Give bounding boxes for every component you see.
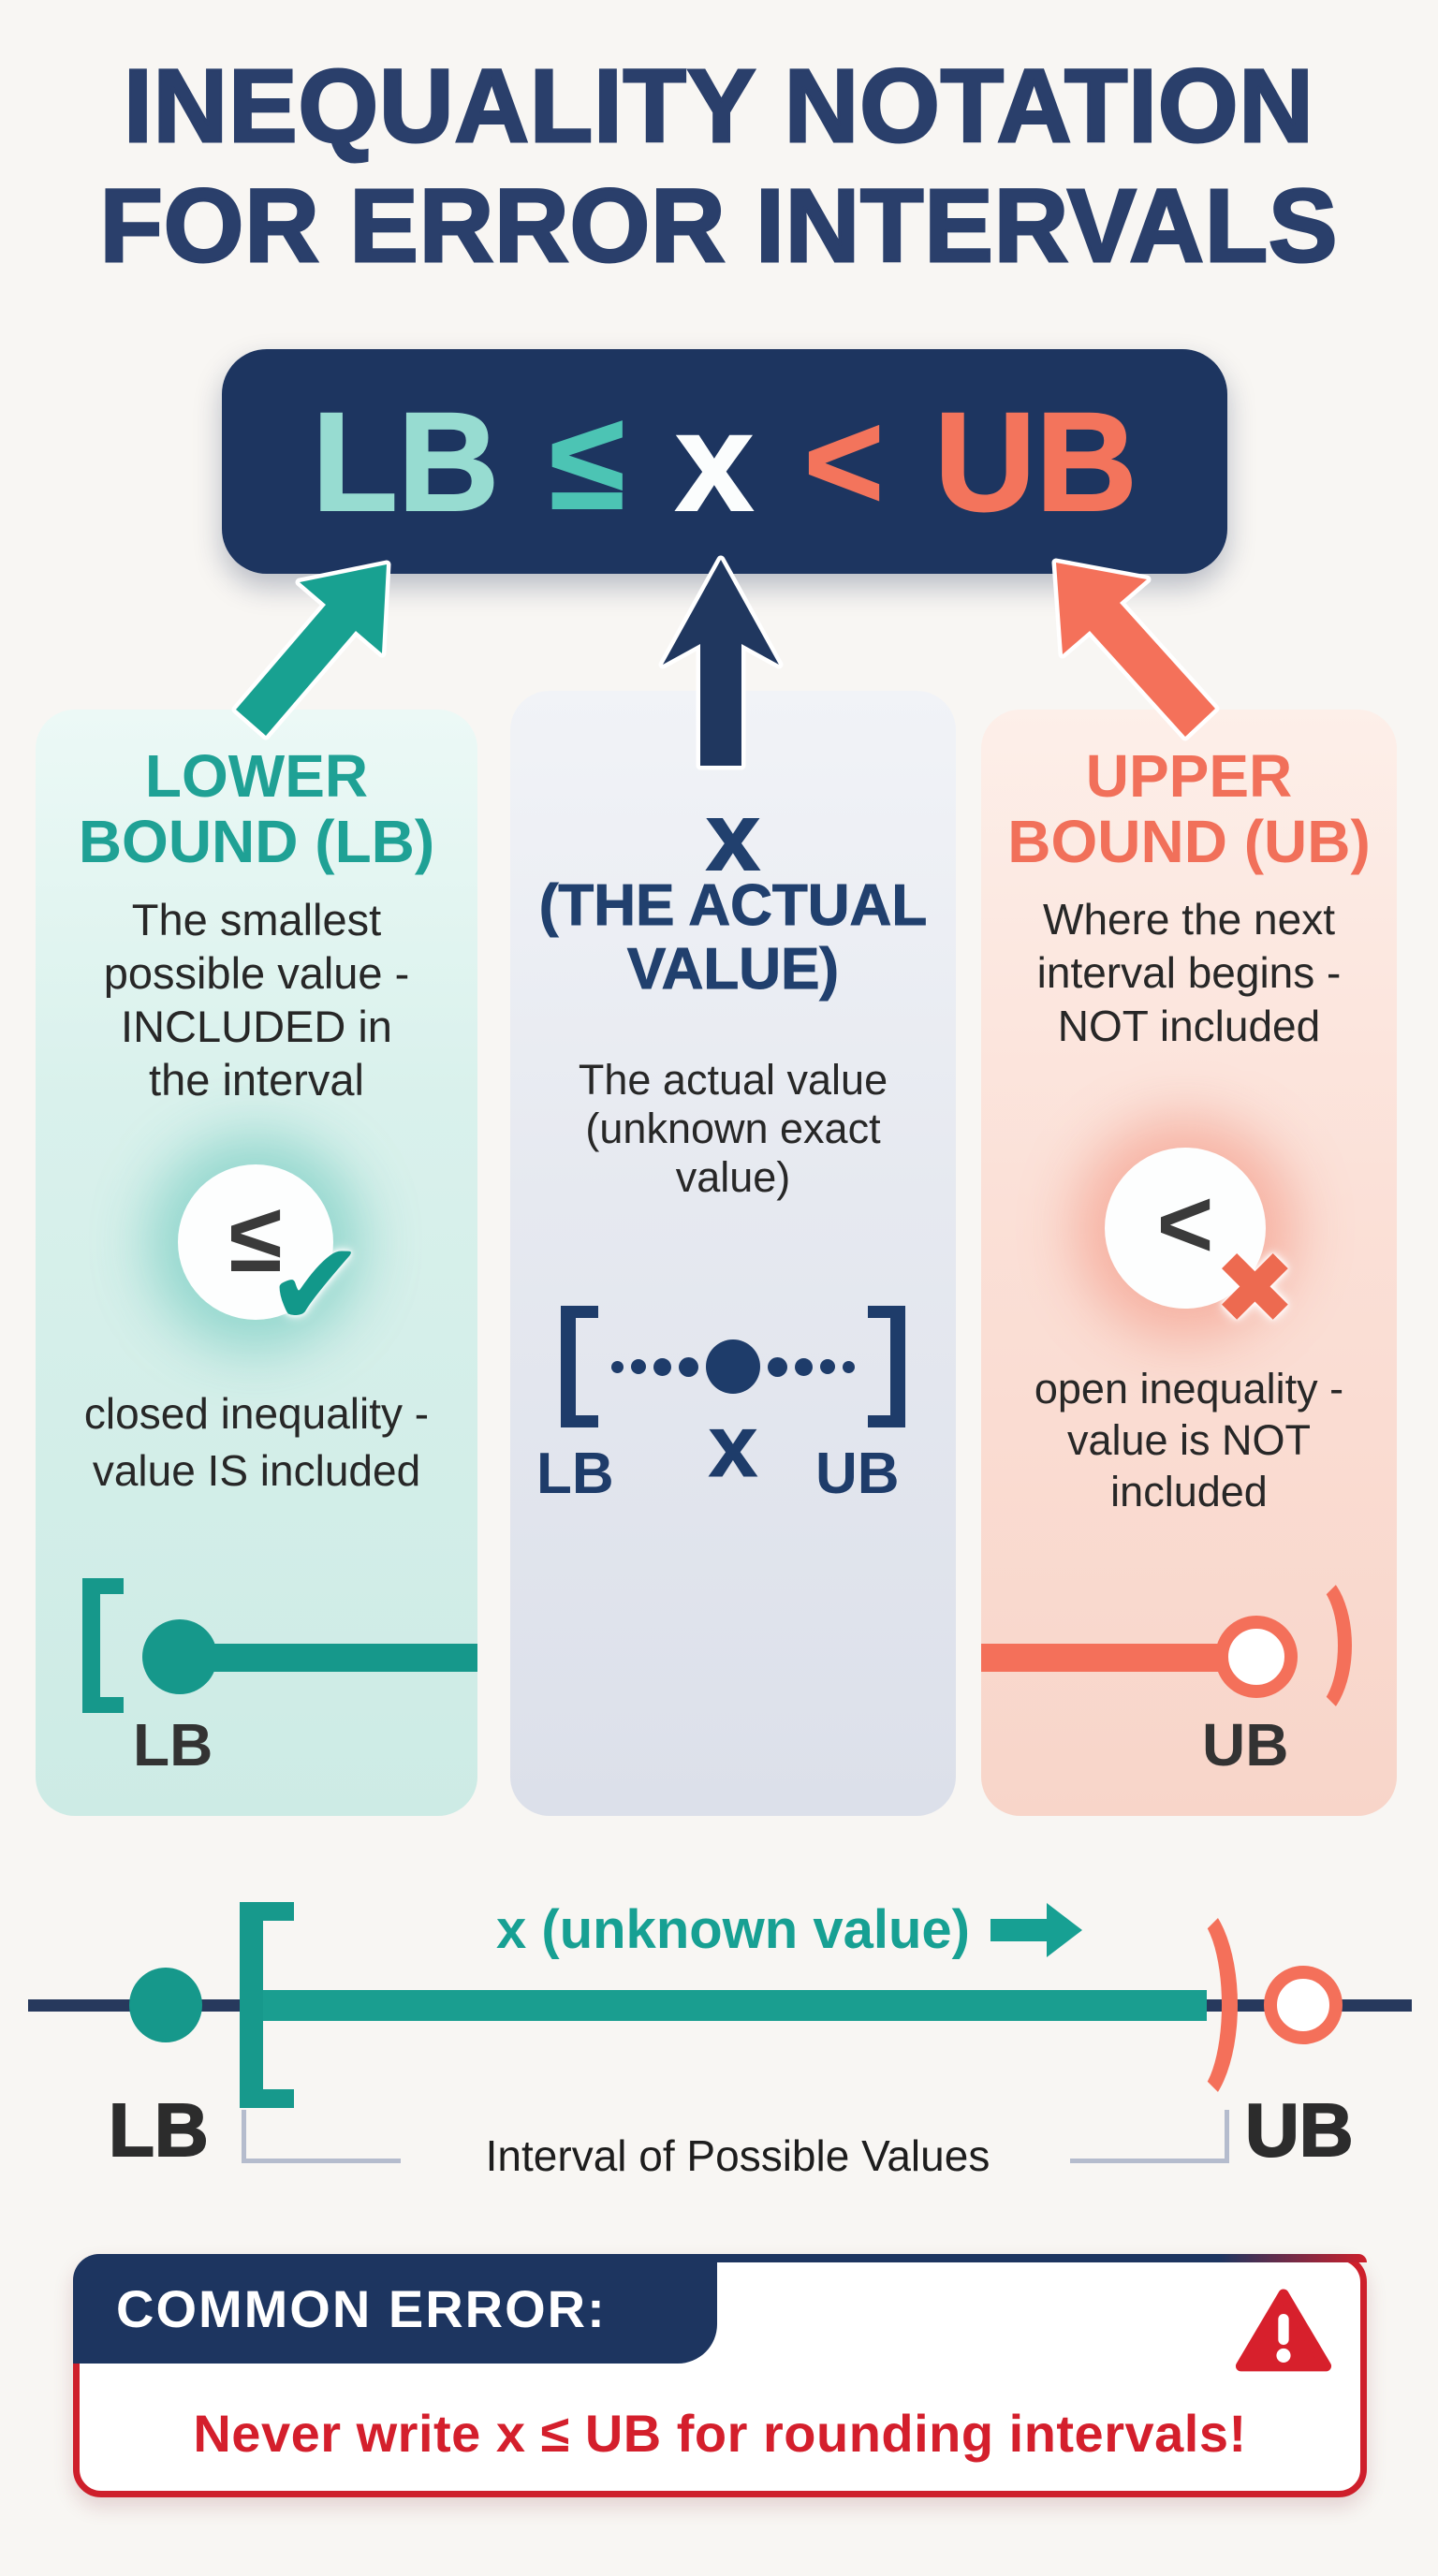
lower-diagram-label: LB bbox=[133, 1711, 213, 1778]
upper-bound-heading: UPPER BOUND (UB) bbox=[981, 743, 1397, 874]
upper-heading-line1: UPPER bbox=[1085, 742, 1293, 810]
numberline-lb-label: LB bbox=[108, 2088, 210, 2172]
upper-bound-caption: open inequality - value is NOT included bbox=[1034, 1365, 1344, 1515]
formula-box: LB ≤ x < UB bbox=[222, 349, 1227, 574]
x-unknown-label: x (unknown value) bbox=[496, 1899, 970, 1960]
formula-upper-bound: UB bbox=[933, 383, 1138, 540]
formula-lte-symbol: ≤ bbox=[549, 385, 625, 537]
lt-badge-icon: < bbox=[1105, 1148, 1266, 1309]
interval-dots-diagram bbox=[557, 1305, 909, 1428]
diagram-lb-label: LB bbox=[536, 1442, 614, 1506]
actual-x-heading: x bbox=[706, 783, 761, 890]
lower-interval-line bbox=[210, 1644, 477, 1672]
interval-label: Interval of Possible Values bbox=[485, 2131, 990, 2180]
lower-bound-heading: LOWER BOUND (LB) bbox=[36, 743, 477, 874]
lte-badge-icon: ≤ bbox=[178, 1164, 333, 1320]
upper-bound-description: Where the next interval begins - NOT inc… bbox=[1036, 895, 1342, 1050]
warning-triangle-icon bbox=[1235, 2289, 1332, 2372]
open-square-bracket-icon bbox=[561, 1306, 598, 1427]
lower-heading-line1: LOWER bbox=[144, 742, 369, 810]
common-error-box: COMMON ERROR: Never write x ≤ UB for rou… bbox=[73, 2254, 1367, 2497]
interval-brace-left bbox=[242, 2110, 401, 2163]
lt-glyph: < bbox=[1156, 1170, 1214, 1279]
title-line-1: INEQUALITY NOTATION bbox=[123, 48, 1315, 166]
lower-heading-line2: BOUND (LB) bbox=[78, 808, 435, 875]
lb-closed-bracket-shape bbox=[240, 1902, 294, 2108]
interval-brace-right bbox=[1070, 2110, 1229, 2163]
ub-open-paren-shape bbox=[1144, 1898, 1238, 2112]
common-error-tab: COMMON ERROR: bbox=[73, 2254, 717, 2364]
check-icon: ✔ bbox=[266, 1219, 365, 1351]
actual-description: The actual value (unknown exact value) bbox=[578, 1056, 888, 1201]
title-line-2: FOR ERROR INTERVALS bbox=[98, 168, 1339, 285]
interval-band bbox=[263, 1990, 1207, 2021]
page-title: INEQUALITY NOTATION FOR ERROR INTERVALS bbox=[0, 47, 1438, 286]
numberline-ub-label: UB bbox=[1244, 2088, 1355, 2172]
lte-glyph: ≤ bbox=[228, 1184, 283, 1293]
diagram-ub-label: UB bbox=[815, 1442, 900, 1506]
diagram-x-label: x bbox=[708, 1397, 758, 1495]
error-box-top-accent bbox=[548, 2254, 1367, 2262]
upper-heading-line2: BOUND (UB) bbox=[1007, 808, 1371, 875]
upper-diagram-label: UB bbox=[1202, 1711, 1289, 1778]
common-error-heading: COMMON ERROR: bbox=[116, 2279, 607, 2338]
right-block-arrow-icon bbox=[990, 1902, 1082, 1957]
formula-x: x bbox=[674, 383, 754, 540]
actual-heading: (THE ACTUAL VALUE) bbox=[538, 873, 928, 1002]
cross-icon: ✖ bbox=[1213, 1234, 1297, 1344]
close-square-bracket-icon bbox=[868, 1306, 905, 1427]
lb-point-dot bbox=[129, 1968, 202, 2042]
formula-lt-symbol: < bbox=[803, 385, 885, 537]
actual-value-card: x (THE ACTUAL VALUE) The actual value (u… bbox=[510, 691, 956, 1816]
common-error-message: Never write x ≤ UB for rounding interval… bbox=[193, 2404, 1247, 2463]
lower-bound-card: LOWER BOUND (LB) The smallest possible v… bbox=[36, 710, 477, 1816]
lower-bound-description: The smallest possible value - INCLUDED i… bbox=[103, 895, 410, 1105]
lower-bound-caption: closed inequality - value IS included bbox=[83, 1389, 430, 1495]
numberline-annotation: x (unknown value) bbox=[0, 1898, 1438, 1961]
upper-bound-card: UPPER BOUND (UB) Where the next interval… bbox=[981, 710, 1397, 1816]
formula-lower-bound: LB bbox=[311, 383, 500, 540]
ub-open-circle bbox=[1264, 1966, 1343, 2044]
open-paren-bracket-icon bbox=[1269, 1569, 1352, 1722]
x-value-dot bbox=[706, 1339, 760, 1394]
upper-interval-line bbox=[981, 1644, 1221, 1672]
closed-endpoint-dot bbox=[142, 1619, 217, 1694]
closed-bracket-shape bbox=[82, 1578, 124, 1713]
